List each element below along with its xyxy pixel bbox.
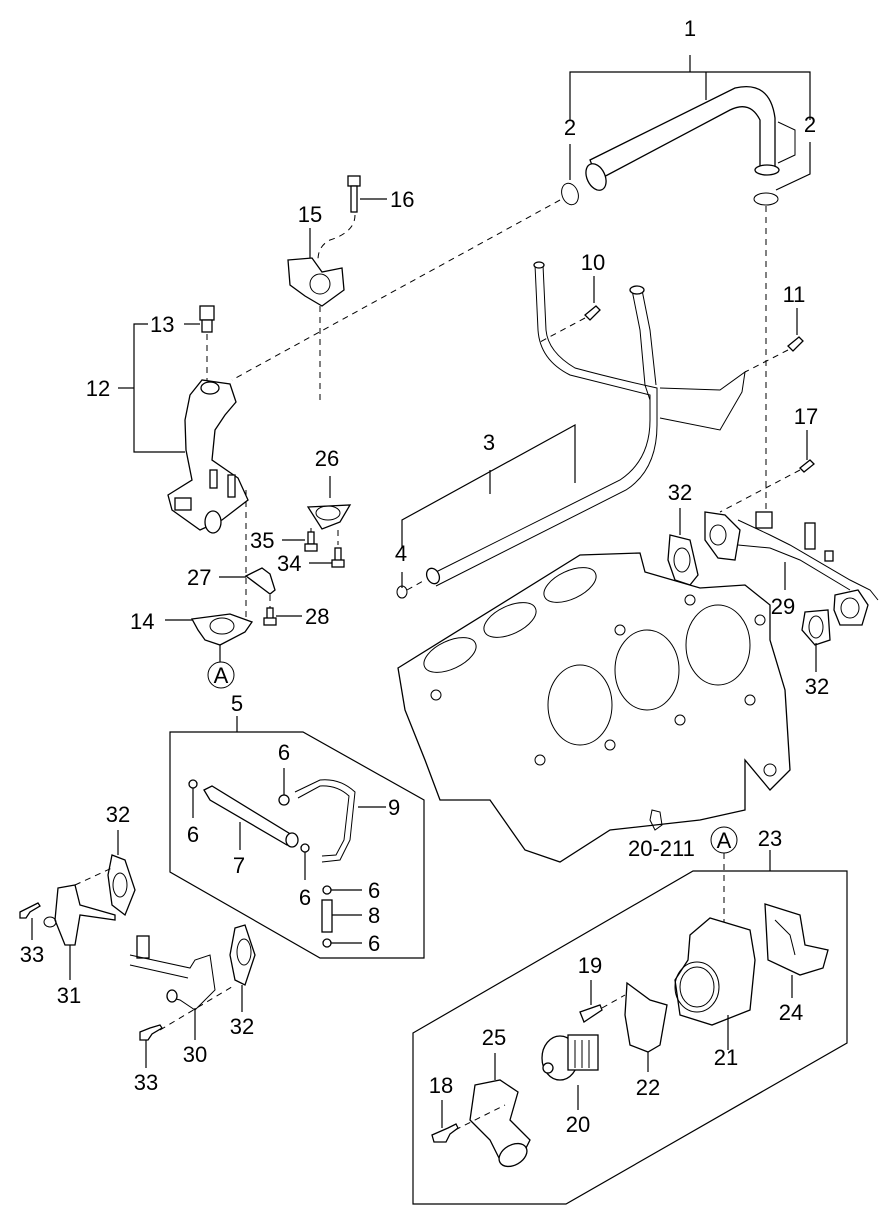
callout-33-lower: 33 [134, 1070, 158, 1095]
part-23-thermostat-group [412, 850, 848, 1205]
part-32-gasket-upper-right [667, 508, 699, 586]
callout-32-lower-right: 32 [805, 674, 829, 699]
cylinder-block [397, 552, 791, 863]
part-32-gasket-lower-right [801, 609, 831, 672]
callout-11: 11 [783, 282, 806, 307]
callout-6-a: 6 [187, 822, 199, 847]
part-3-bypass-pipe [401, 261, 746, 587]
callout-26: 26 [315, 446, 339, 471]
part-7-hose [203, 785, 299, 850]
part-14-gasket [165, 613, 254, 662]
reference-marker-a-top: A [207, 661, 235, 689]
callout-31: 31 [57, 983, 81, 1008]
part-18-bolt [431, 1100, 459, 1143]
callout-27: 27 [187, 565, 211, 590]
callout-5: 5 [231, 691, 243, 716]
part-24-gasket [764, 903, 829, 998]
callout-9: 9 [388, 795, 400, 820]
part-26-gasket [306, 476, 352, 530]
callout-6-c: 6 [299, 885, 311, 910]
callout-13: 13 [150, 312, 174, 337]
part-33-bolt-lower [139, 1024, 163, 1068]
part-30-fitting [129, 935, 236, 1040]
part-16-bolt [317, 175, 387, 261]
part-33-bolt-upper [19, 902, 41, 940]
callout-3: 3 [483, 430, 495, 455]
part-17-bolt [719, 430, 815, 513]
callout-28: 28 [305, 604, 329, 629]
part-19-bolt [579, 980, 626, 1023]
callout-20-211: 20-211 [628, 836, 695, 861]
callout-2-left: 2 [564, 115, 576, 140]
part-21-thermostat-housing [674, 917, 756, 1050]
part-4-o-ring [396, 572, 426, 599]
callout-19: 19 [578, 953, 602, 978]
part-15-housing [287, 228, 345, 400]
part-35-bolt [282, 528, 318, 552]
part-6-clamps [188, 768, 362, 948]
callout-6-b: 6 [278, 740, 290, 765]
part-1-coolant-pipe [569, 55, 811, 191]
part-34-bolt [309, 530, 345, 568]
part-2-o-ring-right [753, 142, 811, 510]
callout-23: 23 [758, 826, 782, 851]
callout-7: 7 [233, 853, 245, 878]
part-12-water-outlet [118, 323, 249, 534]
callout-32-left-upper: 32 [106, 802, 130, 827]
part-13-temp-sensor [184, 305, 215, 385]
callout-35: 35 [250, 528, 274, 553]
callout-10: 10 [581, 250, 605, 275]
callout-4: 4 [395, 541, 407, 566]
part-28-bolt [263, 595, 302, 626]
callout-14: 14 [130, 609, 154, 634]
part-29-water-pipe [704, 511, 879, 626]
callout-34: 34 [277, 551, 301, 576]
callout-33-upper: 33 [20, 942, 44, 967]
part-22-gasket [624, 981, 668, 1072]
part-32-gasket-left-lower [229, 924, 256, 1012]
callout-21: 21 [714, 1045, 738, 1070]
part-2-o-ring-left [231, 144, 579, 381]
callout-20: 20 [566, 1112, 590, 1137]
part-20-thermostat [541, 1034, 599, 1110]
callout-17: 17 [794, 404, 818, 429]
callout-6-d: 6 [368, 878, 380, 903]
part-11-bolt [744, 308, 804, 373]
callout-30: 30 [183, 1042, 207, 1067]
callout-22: 22 [636, 1075, 660, 1100]
callout-6-e: 6 [368, 931, 380, 956]
callout-16: 16 [390, 187, 414, 212]
part-10-bolt [539, 276, 601, 343]
callout-29: 29 [771, 594, 795, 619]
callout-1: 1 [684, 16, 696, 41]
reference-marker-a-bottom: A [710, 826, 738, 925]
svg-text:A: A [214, 663, 229, 688]
callout-12: 12 [86, 376, 110, 401]
part-31-fitting [43, 867, 116, 980]
callout-2-right: 2 [804, 112, 816, 137]
part-25-water-inlet [454, 1053, 531, 1168]
callout-24: 24 [779, 1000, 803, 1025]
callout-25: 25 [482, 1025, 506, 1050]
callout-32-left-lower: 32 [230, 1014, 254, 1039]
callout-32-upper-right: 32 [668, 480, 692, 505]
callout-8: 8 [368, 903, 380, 928]
part-5-hose-group [169, 716, 425, 959]
part-9-pipe [294, 779, 386, 863]
callout-15: 15 [298, 202, 322, 227]
part-27-bracket [219, 490, 276, 620]
svg-text:A: A [717, 828, 732, 853]
callout-18: 18 [429, 1073, 453, 1098]
part-32-gasket-left-upper [107, 830, 136, 917]
